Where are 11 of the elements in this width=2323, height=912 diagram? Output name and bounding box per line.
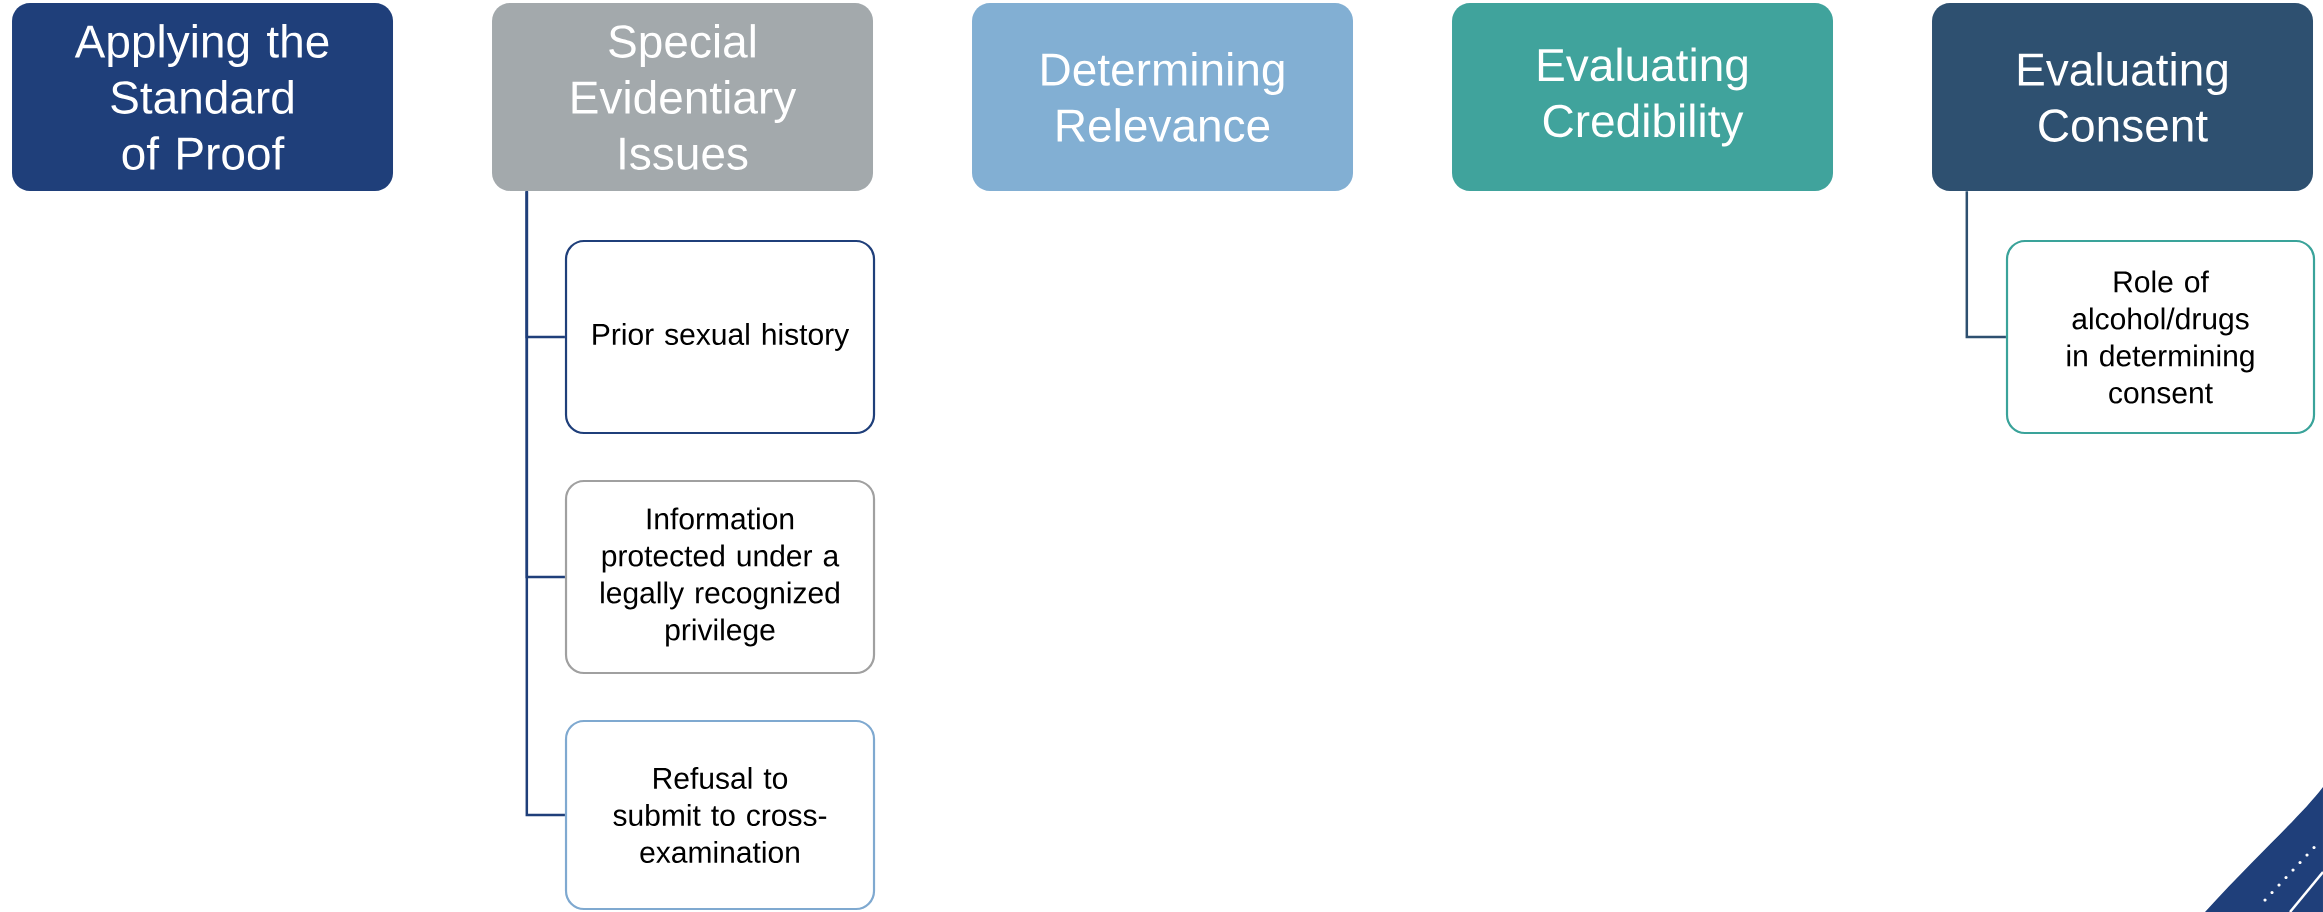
category-box: Special Evidentiary Issues	[492, 3, 873, 191]
topic-box: Information protected under a legally recognized privilege	[564, 479, 876, 675]
topic-box: Role of alcohol/drugs in determining consent	[2005, 239, 2316, 435]
connector-line	[1965, 191, 2006, 339]
category-box: Determining Relevance	[972, 3, 1353, 191]
category-box: Applying the Standard of Proof	[12, 3, 393, 191]
topic-box: Refusal to submit to cross-examination	[564, 719, 876, 911]
connector-line	[525, 191, 565, 817]
category-box: Evaluating Credibility	[1452, 3, 1833, 191]
topic-box: Prior sexual history	[564, 239, 876, 435]
category-box: Evaluating Consent	[1932, 3, 2313, 191]
